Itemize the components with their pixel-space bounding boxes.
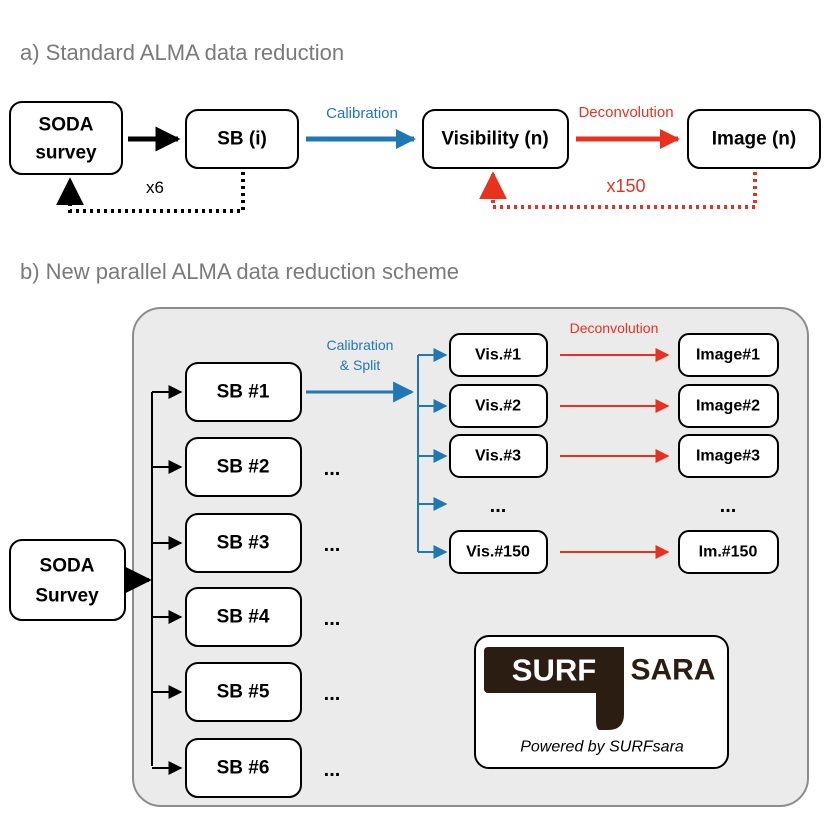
b-vis-ellipsis: ... bbox=[490, 495, 507, 517]
a-visibility-node: Visibility (n) bbox=[422, 109, 569, 169]
b-vis-node: Vis.#150 bbox=[449, 530, 548, 574]
b-sb-ellipsis: ... bbox=[324, 759, 341, 781]
b-sb-label: SB #2 bbox=[217, 457, 270, 478]
b-image-label: Image#2 bbox=[696, 398, 760, 415]
a-sb-label: SB (i) bbox=[217, 129, 267, 150]
b-image-label: Image#3 bbox=[696, 448, 760, 465]
b-sb-ellipsis: ... bbox=[324, 683, 341, 705]
b-image-node: Image#1 bbox=[678, 333, 779, 377]
a-calibration-label: Calibration bbox=[326, 105, 398, 122]
b-soda-survey-node: SODA Survey bbox=[9, 539, 126, 621]
b-sb-column: SB #1 SB #2... SB #3... SB #4... SB #5... SB … bbox=[152, 362, 341, 798]
b-vis-label: Vis.#150 bbox=[466, 544, 530, 561]
a-soda-label-2: survey bbox=[35, 143, 97, 164]
surfsara-logo-panel: SURF SARA Powered by SURFsara bbox=[474, 635, 729, 769]
b-sb-node: SB #5 bbox=[185, 662, 302, 722]
b-deconvolution-label: Deconvolution bbox=[570, 320, 659, 336]
b-sb-label: SB #1 bbox=[217, 382, 270, 403]
section-a-heading: a) Standard ALMA data reduction bbox=[20, 40, 344, 65]
b-vis-node: Vis.#2 bbox=[449, 384, 548, 428]
a-soda-label-1: SODA bbox=[39, 115, 94, 136]
b-calibration-label-1: Calibration bbox=[327, 337, 394, 353]
a-sb-node: SB (i) bbox=[185, 109, 299, 169]
a-image-loop-label: x150 bbox=[606, 176, 645, 196]
b-sb-label: SB #3 bbox=[217, 533, 270, 554]
b-vis-label: Vis.#3 bbox=[475, 448, 521, 465]
logo-sara-text: SARA bbox=[630, 654, 715, 687]
a-deconvolution-label: Deconvolution bbox=[578, 104, 673, 121]
section-b-heading: b) New parallel ALMA data reduction sche… bbox=[20, 259, 459, 284]
b-vis-node: Vis.#1 bbox=[449, 333, 548, 377]
b-calibration-label-2: & Split bbox=[340, 357, 381, 373]
b-vis-node: Vis.#3 bbox=[449, 434, 548, 478]
b-sb-label: SB #6 bbox=[217, 758, 270, 779]
b-image-node: Image#2 bbox=[678, 384, 779, 428]
b-sb-label: SB #4 bbox=[217, 607, 270, 628]
a-image-label: Image (n) bbox=[712, 129, 796, 150]
b-image-ellipsis: ... bbox=[720, 495, 737, 517]
a-visibility-label: Visibility (n) bbox=[441, 129, 548, 150]
b-sb-node: SB #4 bbox=[185, 587, 302, 647]
b-sb-ellipsis: ... bbox=[324, 608, 341, 630]
b-image-node: Im.#150 bbox=[678, 530, 779, 574]
b-sb-ellipsis: ... bbox=[324, 458, 341, 480]
b-vis-label: Vis.#1 bbox=[475, 347, 521, 364]
b-soda-label-2: Survey bbox=[35, 586, 99, 607]
b-image-label: Image#1 bbox=[696, 347, 760, 364]
a-image-node: Image (n) bbox=[687, 109, 821, 169]
surfsara-logo: SURF SARA bbox=[484, 647, 716, 730]
b-sb-node: SB #6 bbox=[185, 738, 302, 798]
b-sb-node: SB #3 bbox=[185, 513, 302, 573]
b-sb-node: SB #1 bbox=[185, 362, 302, 422]
b-image-node: Image#3 bbox=[678, 434, 779, 478]
b-soda-label-1: SODA bbox=[40, 556, 95, 577]
a-soda-survey-node: SODA survey bbox=[9, 101, 123, 175]
b-vis-label: Vis.#2 bbox=[475, 398, 521, 415]
b-sb-node: SB #2 bbox=[185, 437, 302, 497]
b-sb-ellipsis: ... bbox=[324, 534, 341, 556]
b-image-label: Im.#150 bbox=[699, 544, 758, 561]
powered-by-text: Powered by SURFsara bbox=[520, 739, 684, 756]
logo-surf-text: SURF bbox=[512, 653, 596, 688]
b-sb-label: SB #5 bbox=[217, 682, 270, 703]
a-sb-loop-label: x6 bbox=[146, 178, 164, 197]
